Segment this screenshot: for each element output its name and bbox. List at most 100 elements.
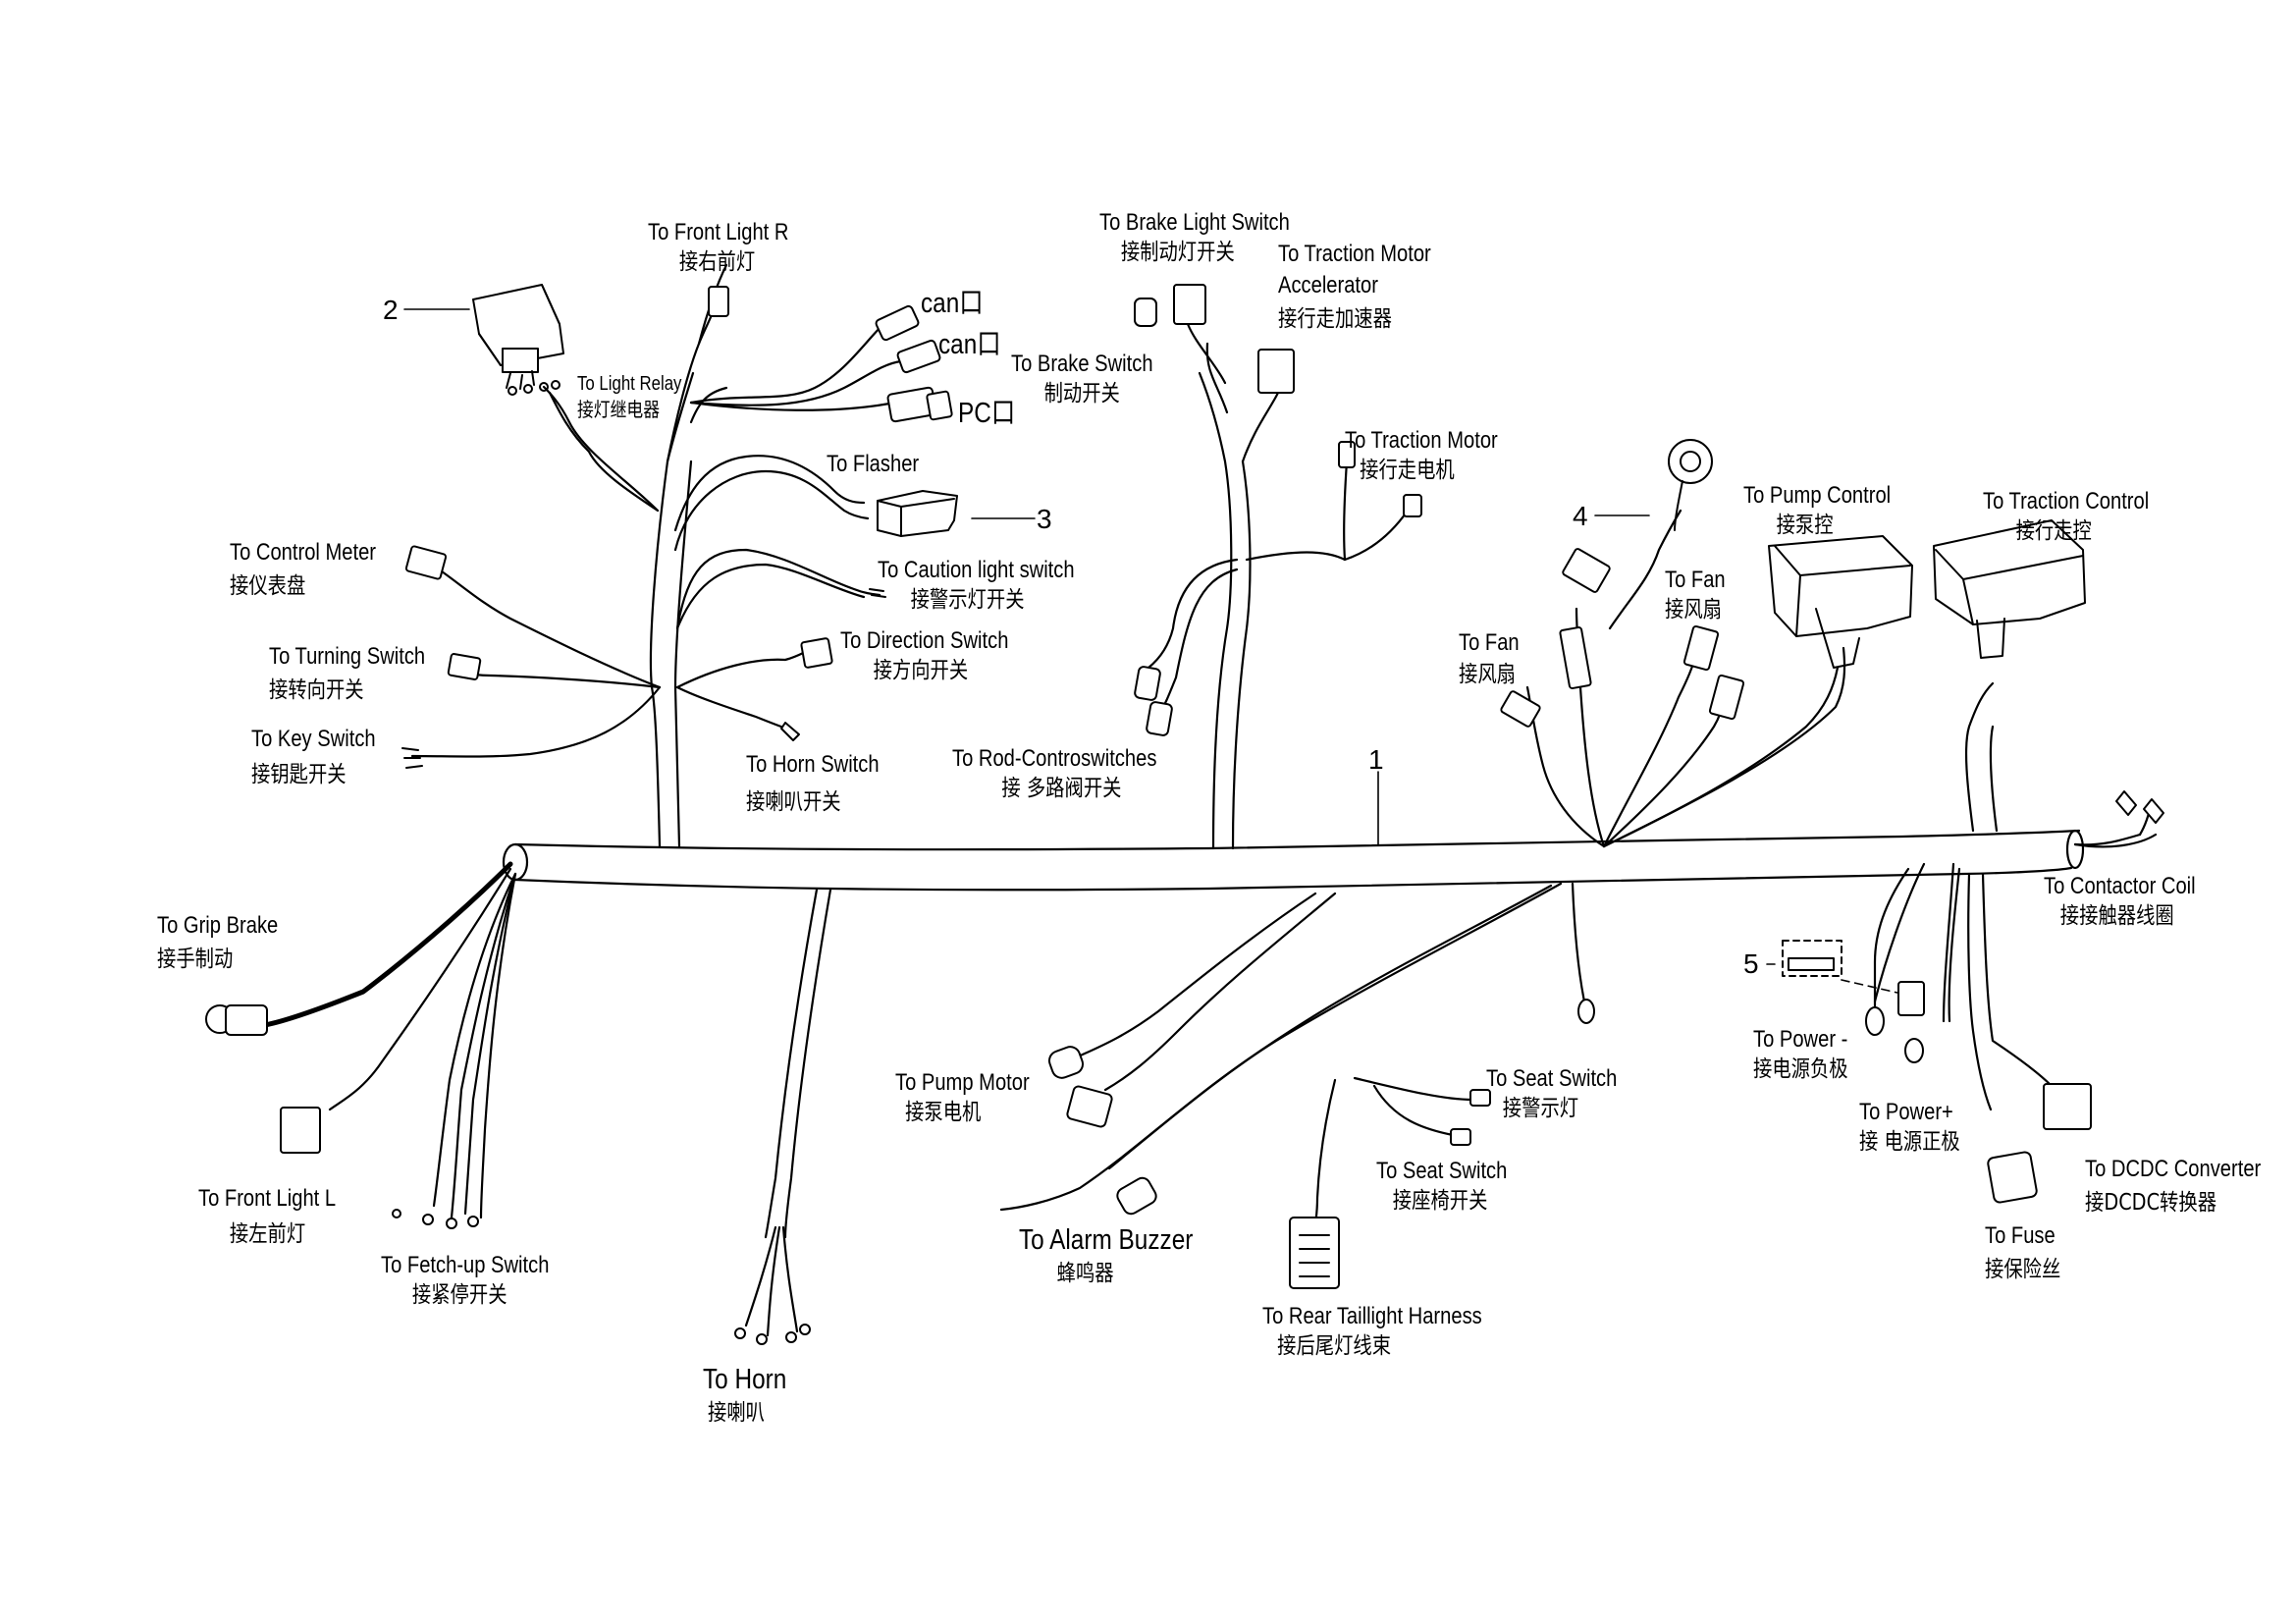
- grip-brake-label: To Grip Brake 接手制动: [157, 911, 278, 974]
- pump-motor-en: To Pump Motor: [895, 1069, 1030, 1096]
- front-light-r-en: To Front Light R: [648, 219, 789, 245]
- traction-motor-accel-en2: Accelerator: [1278, 272, 1378, 298]
- seat-switch-en: To Seat Switch: [1376, 1158, 1508, 1184]
- pump-control-label: To Pump Control 接泵控: [1743, 481, 1891, 540]
- seat-switch-warning-cn: 接警示灯: [1502, 1096, 1579, 1121]
- fan-2-en: To Fan: [1459, 629, 1520, 656]
- turning-switch-en: To Turning Switch: [269, 643, 426, 670]
- power-positive-en: To Power+: [1859, 1099, 1953, 1125]
- fan-1-en: To Fan: [1665, 567, 1726, 593]
- control-meter-en: To Control Meter: [230, 539, 377, 566]
- fan-1-cn: 接风扇: [1665, 597, 1722, 623]
- dcdc-converter-cn: 接DCDC转换器: [2085, 1190, 2217, 1216]
- front-light-r-label: To Front Light R 接右前灯: [648, 218, 788, 277]
- part-number-5: 5: [1743, 948, 1759, 979]
- dcdc-converter-en: To DCDC Converter: [2085, 1156, 2262, 1182]
- direction-switch-en: To Direction Switch: [840, 627, 1009, 654]
- pump-motor-cn: 接泵电机: [905, 1100, 982, 1125]
- part-number-1: 1: [1368, 744, 1384, 775]
- caution-light-switch-cn: 接警示灯开关: [910, 587, 1025, 613]
- traction-control-en: To Traction Control: [1983, 488, 2150, 514]
- turning-switch-label: To Turning Switch 接转向开关: [269, 642, 425, 705]
- fan-label-1: To Fan 接风扇: [1665, 566, 1726, 624]
- traction-motor-accelerator-label: To Traction Motor Accelerator 接行走加速器: [1278, 240, 1431, 334]
- light-relay-en: To Light Relay: [577, 373, 682, 395]
- key-switch-label: To Key Switch 接钥匙开关: [251, 725, 376, 789]
- front-light-r-cn: 接右前灯: [678, 249, 756, 275]
- front-light-l-cn: 接左前灯: [229, 1221, 306, 1247]
- front-light-l-en: To Front Light L: [198, 1185, 337, 1212]
- main-trunk: [502, 829, 2085, 892]
- horn-switch-label: To Horn Switch 接喇叭开关: [746, 750, 880, 817]
- traction-control-label: To Traction Control 接行走控: [1983, 487, 2149, 546]
- key-switch-cn: 接钥匙开关: [251, 762, 347, 787]
- grip-brake-en: To Grip Brake: [157, 912, 279, 939]
- fetch-up-switch-en: To Fetch-up Switch: [381, 1252, 550, 1278]
- direction-switch-label: To Direction Switch 接方向开关: [840, 626, 1008, 685]
- direction-switch-cn: 接方向开关: [873, 658, 969, 683]
- seat-switch-label: To Seat Switch 接座椅开关: [1376, 1157, 1507, 1216]
- rear-taillight-label: To Rear Taillight Harness 接后尾灯线束: [1262, 1302, 1482, 1361]
- control-meter-cn: 接仪表盘: [230, 573, 306, 599]
- lower-branches: [262, 861, 2054, 1337]
- part-number-3: 3: [1037, 504, 1052, 534]
- contactor-coil-en: To Contactor Coil: [2044, 873, 2196, 899]
- traction-motor-accel-en1: To Traction Motor: [1278, 241, 1431, 267]
- traction-control-cn: 接行走控: [2015, 518, 2092, 544]
- connectors: [205, 284, 2164, 1345]
- traction-motor-en: To Traction Motor: [1345, 427, 1498, 454]
- horn-switch-en: To Horn Switch: [746, 751, 880, 778]
- traction-motor-accel-cn: 接行走加速器: [1278, 306, 1392, 332]
- control-meter-label: To Control Meter 接仪表盘: [230, 538, 376, 601]
- contactor-coil-cn: 接接触器线圈: [2059, 903, 2174, 929]
- fuse-cn: 接保险丝: [1985, 1257, 2061, 1282]
- light-relay-cn: 接灯继电器: [577, 398, 660, 421]
- pump-motor-label: To Pump Motor 接泵电机: [895, 1068, 1030, 1127]
- rear-taillight-en: To Rear Taillight Harness: [1262, 1303, 1482, 1329]
- power-negative-en: To Power -: [1753, 1026, 1848, 1053]
- alarm-buzzer-en: To Alarm Buzzer: [1019, 1224, 1194, 1256]
- brake-switch-cn: 制动开关: [1043, 381, 1120, 406]
- can-port-1-label: can口: [921, 288, 984, 319]
- pc-port-label: PC口: [958, 398, 1016, 429]
- horn-en: To Horn: [703, 1364, 787, 1395]
- power-positive-label: To Power+ 接 电源正极: [1859, 1098, 1960, 1157]
- fan-2-cn: 接风扇: [1459, 662, 1516, 687]
- rear-taillight-cn: 接后尾灯线束: [1277, 1333, 1392, 1359]
- traction-motor-cn: 接行走电机: [1360, 458, 1455, 483]
- seat-switch-warning-en: To Seat Switch: [1486, 1065, 1618, 1092]
- power-positive-cn: 接 电源正极: [1859, 1129, 1960, 1155]
- brake-light-switch-label: To Brake Light Switch 接制动灯开关: [1099, 208, 1290, 267]
- can-port-2-label: can口: [938, 329, 1001, 360]
- alarm-buzzer-label: To Alarm Buzzer 蜂鸣器: [1019, 1223, 1193, 1290]
- horn-cn: 接喇叭: [708, 1400, 765, 1426]
- power-negative-cn: 接电源负极: [1753, 1056, 1848, 1082]
- alarm-buzzer-cn: 蜂鸣器: [1056, 1261, 1114, 1286]
- rod-controswitches-cn: 接 多路阀开关: [1001, 776, 1122, 801]
- dcdc-converter-label: To DCDC Converter 接DCDC转换器: [2085, 1155, 2261, 1218]
- light-relay-label: To Light Relay 接灯继电器: [577, 371, 681, 422]
- brake-light-switch-en: To Brake Light Switch: [1099, 209, 1290, 236]
- front-light-l-label: To Front Light L 接左前灯: [198, 1184, 336, 1249]
- part-number-2: 2: [383, 295, 399, 325]
- rod-controswitches-label: To Rod-Controswitches 接 多路阀开关: [952, 744, 1156, 803]
- horn-label: To Horn 接喇叭: [703, 1363, 786, 1430]
- key-switch-en: To Key Switch: [251, 726, 376, 752]
- part-number-4: 4: [1573, 501, 1588, 531]
- left-upper-branch: [410, 263, 911, 848]
- seat-switch-warning-label: To Seat Switch 接警示灯: [1486, 1064, 1617, 1123]
- brake-switch-label: To Brake Switch 制动开关: [1011, 350, 1153, 408]
- brake-light-switch-cn: 接制动灯开关: [1120, 240, 1235, 265]
- flasher-en: To Flasher: [827, 451, 920, 477]
- seat-switch-cn: 接座椅开关: [1392, 1188, 1488, 1214]
- fan-label-2: To Fan 接风扇: [1459, 628, 1520, 689]
- caution-light-switch-label: To Caution light switch 接警示灯开关: [878, 556, 1075, 615]
- fuse-label: To Fuse 接保险丝: [1985, 1221, 2060, 1284]
- horn-switch-cn: 接喇叭开关: [746, 789, 841, 815]
- traction-motor-label: To Traction Motor 接行走电机: [1345, 426, 1498, 485]
- pump-control-cn: 接泵控: [1776, 513, 1834, 538]
- power-negative-label: To Power - 接电源负极: [1753, 1025, 1848, 1084]
- turning-switch-cn: 接转向开关: [269, 677, 364, 703]
